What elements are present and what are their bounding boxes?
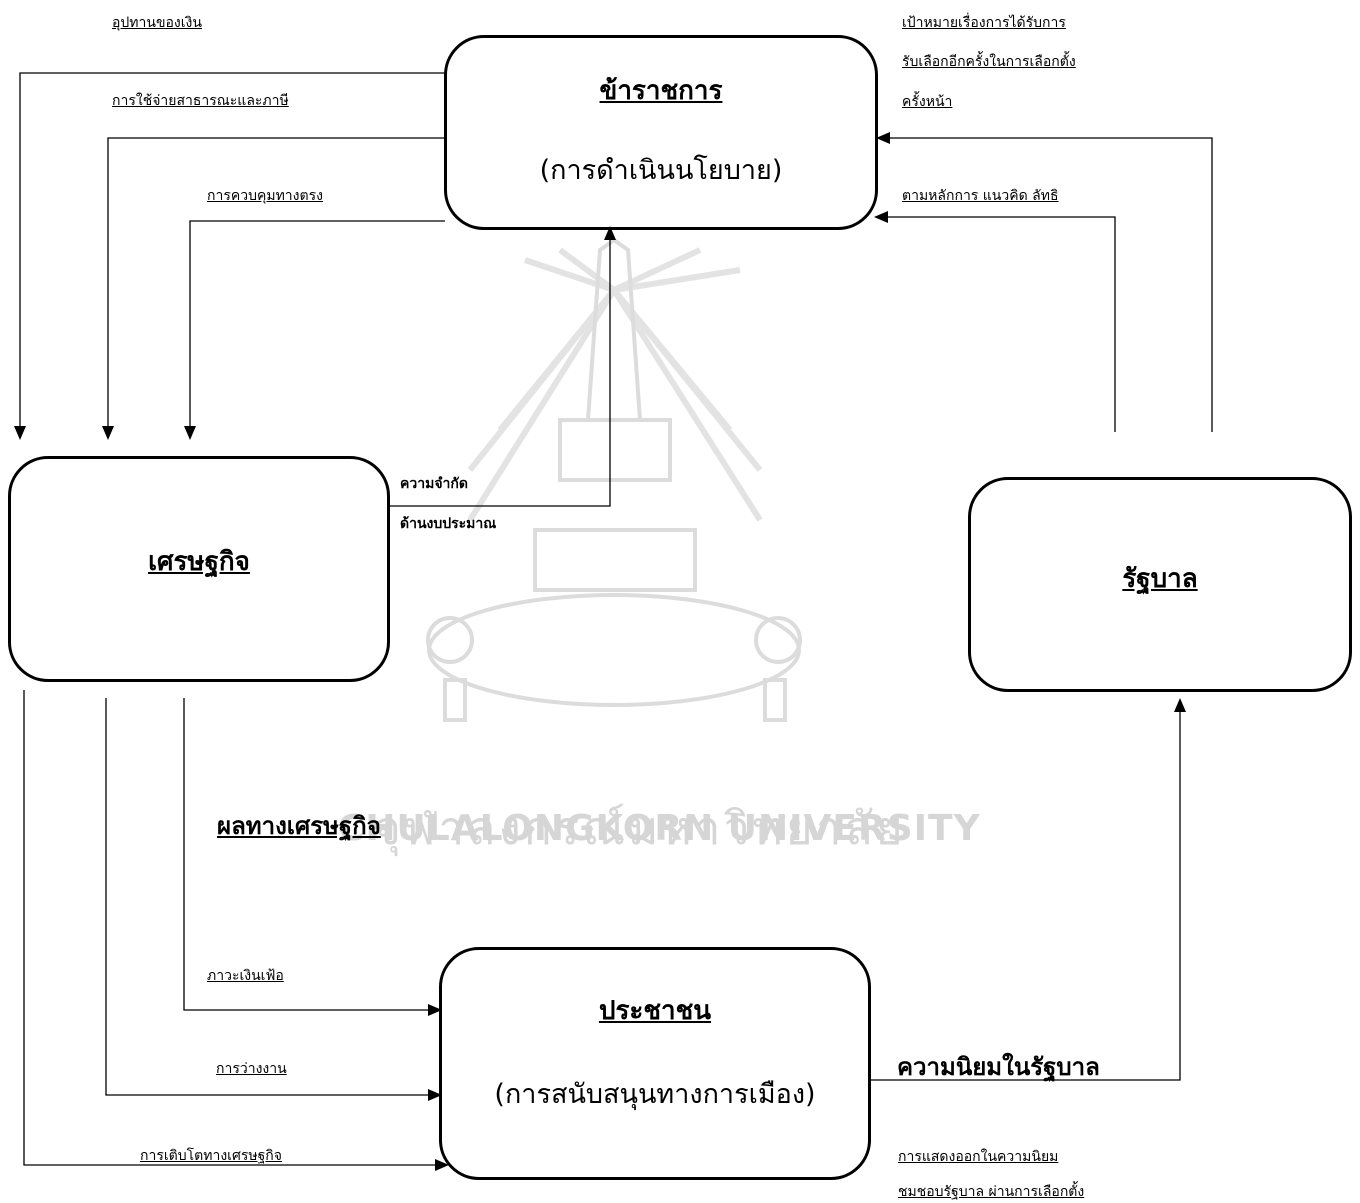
label-economic-growth: การเติบโตทางเศรษฐกิจ — [140, 1148, 282, 1164]
label-expression-1: การแสดงออกในความนิยม — [898, 1149, 1059, 1165]
arrow-spending-tax — [102, 137, 445, 440]
arrow-budget-limit — [388, 226, 616, 507]
label-principles: ตามหลักการ แนวคิด ลัทธิ — [902, 188, 1059, 204]
people-title: ประชาชน — [598, 996, 712, 1026]
label-reelection-goal-2: รับเลือกอีกครั้งในการเลือกตั้ง — [902, 54, 1076, 70]
label-reelection-goal-3: ครั้งหน้า — [902, 94, 953, 110]
arrow-principles — [874, 211, 1116, 432]
label-unemployment: การว่างงาน — [216, 1061, 287, 1077]
bureaucrat-subtitle: (การดำเนินนโยบาย) — [539, 155, 783, 186]
arrow-money-supply — [14, 72, 445, 440]
arrow-inflation — [183, 698, 442, 1016]
bureaucrat-box: ข้าราชการ (การดำเนินนโยบาย) — [444, 35, 878, 230]
label-public-spending-tax: การใช้จ่ายสาธารณะและภาษี — [112, 93, 289, 109]
arrow-reelection-goal — [876, 132, 1213, 432]
watermark-thai: จุฬาลงกรณ์มหาวิทยาลัย — [374, 801, 906, 855]
label-gov-popularity: ความนิยมในรัฐบาล — [897, 1053, 1100, 1081]
arrow-direct-control — [184, 220, 445, 440]
bureaucrat-title: ข้าราชการ — [599, 76, 723, 106]
people-subtitle: (การสนับสนุนทางการเมือง) — [494, 1079, 816, 1110]
economy-box: เศรษฐกิจ — [8, 456, 390, 682]
label-economic-effects: ผลทางเศรษฐกิจ — [217, 812, 381, 840]
label-reelection-goal-1: เป้าหมายเรื่องการได้รับการ — [902, 15, 1066, 31]
label-direct-control: การควบคุมทางตรง — [207, 188, 323, 204]
label-expression-2: ชมชอบรัฐบาล ผ่านการเลือกตั้ง — [898, 1184, 1085, 1200]
people-box: ประชาชน (การสนับสนุนทางการเมือง) — [439, 947, 871, 1180]
label-budget-limit-2: ด้านงบประมาณ — [400, 516, 497, 532]
label-budget-limit-1: ความจำกัด — [400, 476, 468, 492]
label-money-supply: อุปทานของเงิน — [112, 15, 202, 31]
arrow-popularity — [870, 698, 1186, 1081]
label-inflation: ภาวะเงินเฟ้อ — [207, 968, 284, 984]
arrow-economic-growth — [23, 690, 449, 1171]
arrow-unemployment — [105, 698, 442, 1101]
government-box: รัฐบาล — [968, 477, 1352, 692]
economy-title: เศรษฐกิจ — [148, 547, 250, 577]
government-title: รัฐบาล — [1122, 564, 1198, 594]
watermark-english: CHULALONGKORN UNIVERSITY — [338, 808, 981, 849]
